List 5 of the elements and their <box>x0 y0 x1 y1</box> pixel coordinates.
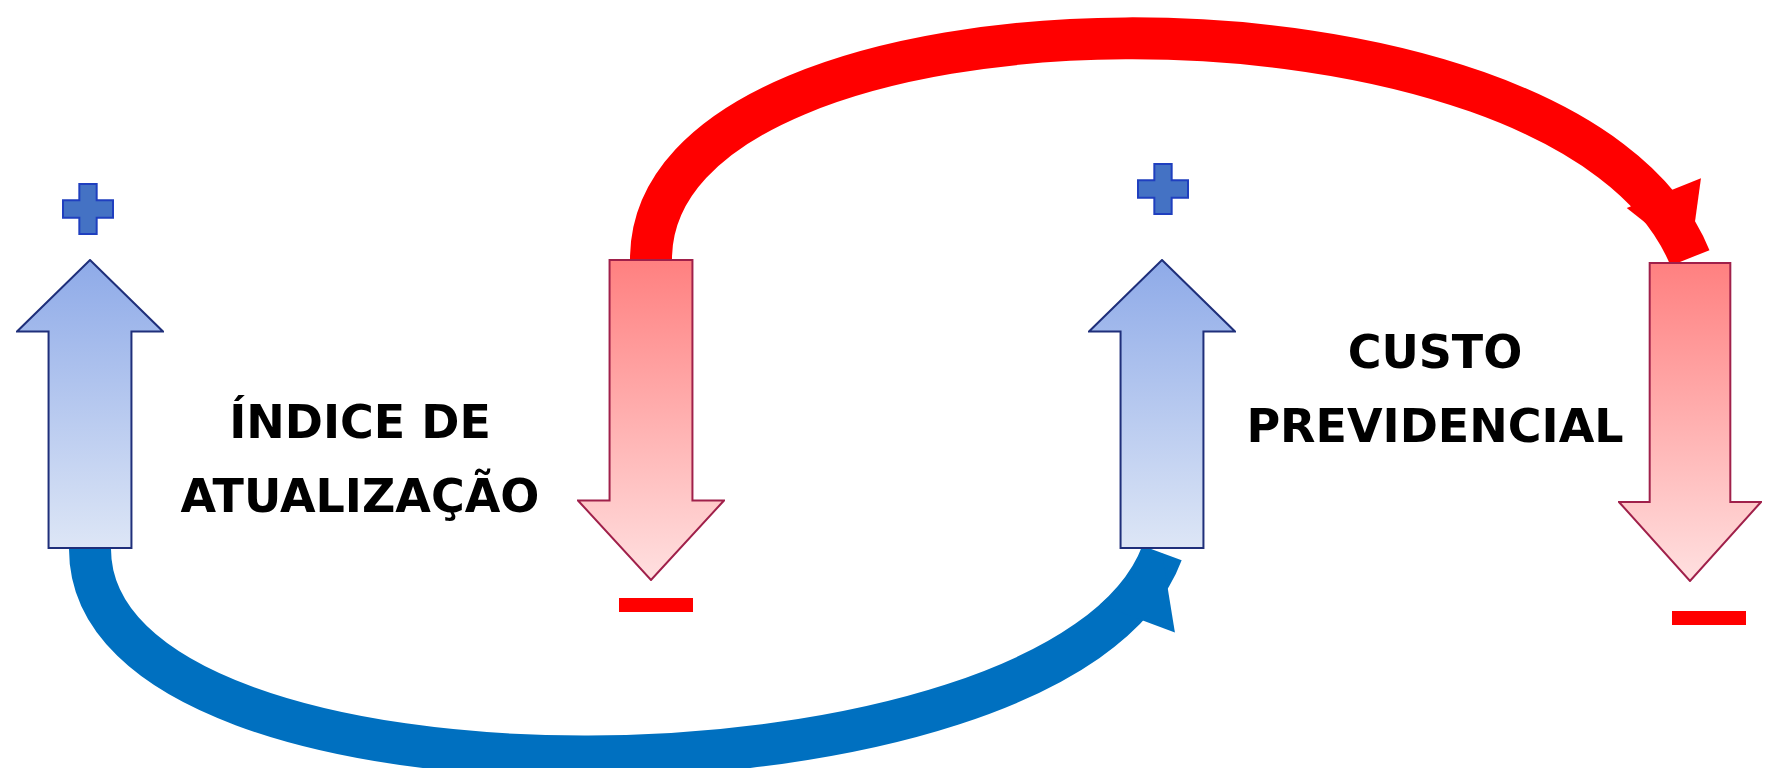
up-arrow <box>1088 259 1236 549</box>
concept-label: ÍNDICE DE ATUALIZAÇÃO <box>175 360 545 560</box>
up-arrow <box>16 259 164 549</box>
concept-label: CUSTO PREVIDENCIAL <box>1245 300 1625 480</box>
down-arrow <box>577 259 725 581</box>
